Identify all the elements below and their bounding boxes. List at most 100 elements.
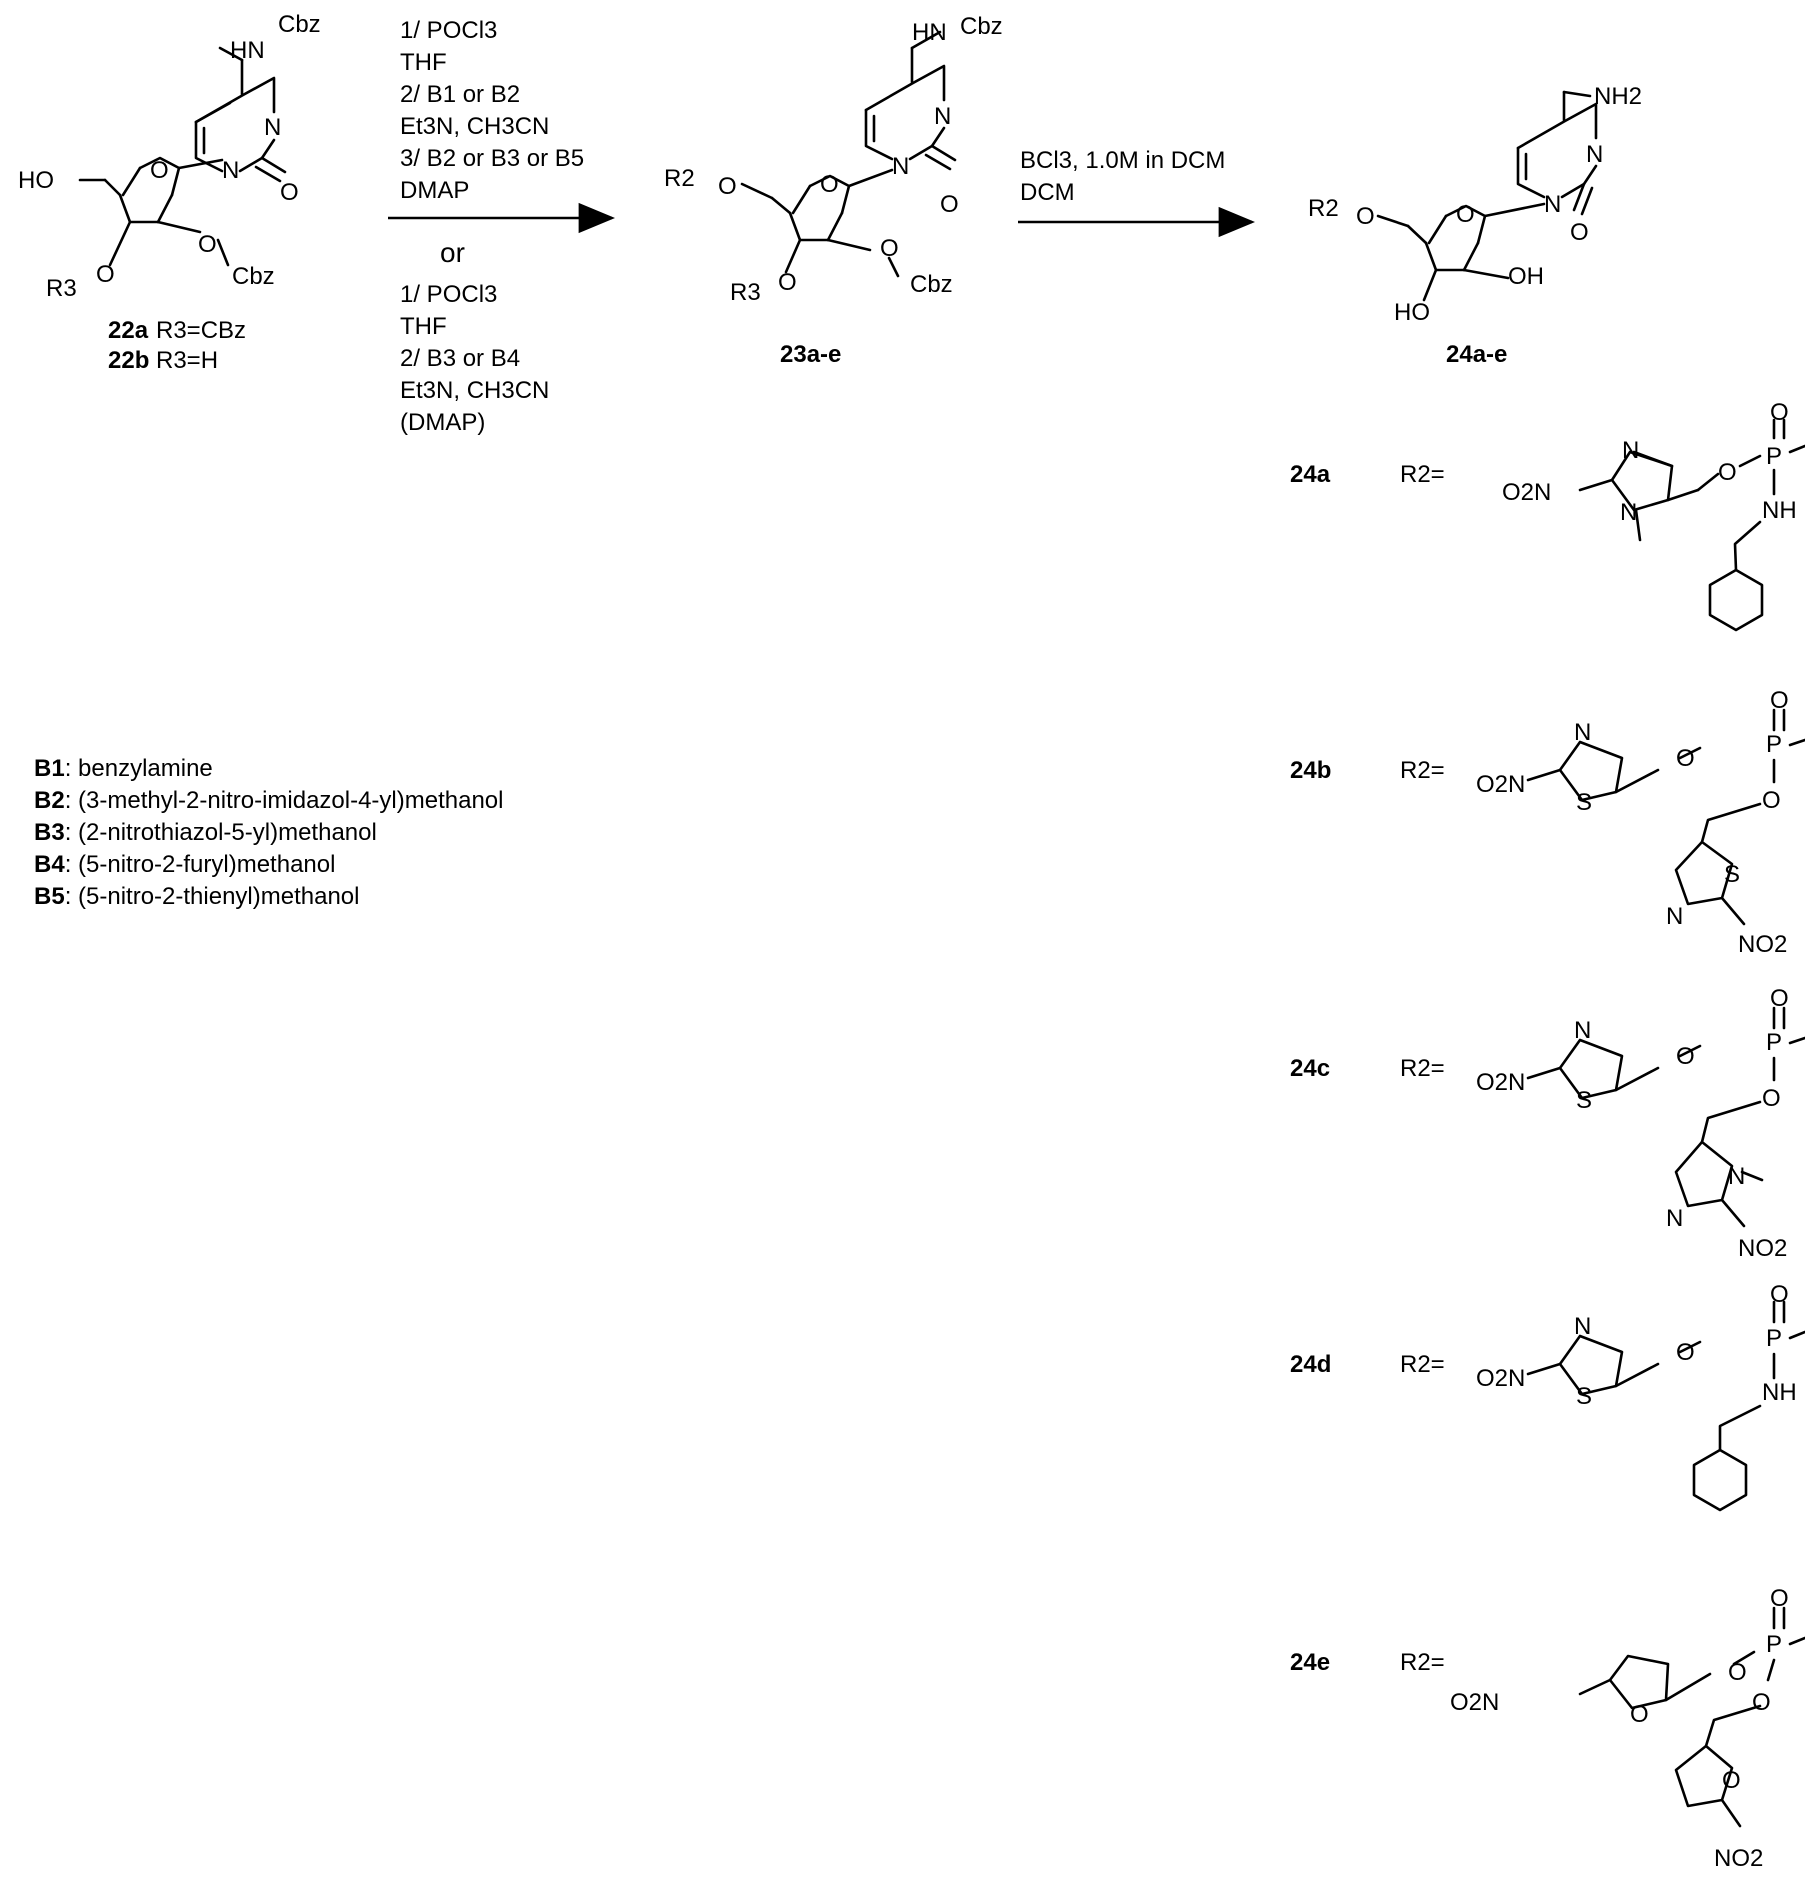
atom-o-24e: O [1728,1659,1747,1686]
reagent-b5: B5: (5-nitro-2-thienyl)methanol [34,883,359,910]
atom-n3-22: N [264,114,281,141]
atom-p-24d: P [1766,1325,1782,1352]
r2-group-24c: 24c R2= O2N N S O P O O N N NO2 [1290,985,1805,1262]
r2-group-24d: 24d R2= O2N N S O P O NH [1290,1281,1805,1510]
atom-n-imid2-24c: N [1666,1205,1683,1232]
compound-r3-22b: R3=H [156,347,218,374]
atom-p-24e: P [1766,1631,1782,1658]
reagent-b2: B2: (3-methyl-2-nitro-imidazol-4-yl)meth… [34,787,503,814]
atom-o2n-24c: O2N [1476,1069,1525,1096]
atom-o2-24c: O [1762,1085,1781,1112]
atom-oxo-24a: O [1770,399,1789,426]
atom-o2prime-23: O [880,235,899,262]
r2-group-24e: 24e R2= O2N O O P O O O NO2 [1290,1585,1805,1872]
atom-nh-24d: NH [1762,1379,1797,1406]
step1-route1-line4: Et3N, CH3CN [400,113,549,140]
step2-conditions: BCl3, 1.0M in DCM DCM [1018,147,1252,222]
atom-p-24c: P [1766,1029,1782,1056]
atom-o3prime-22: O [96,261,115,288]
atom-p-24a: P [1766,443,1782,470]
structure-24: NH2 N N O O R2 O OH HO 24a-e [1308,83,1642,368]
atom-r2-24: R2 [1308,195,1339,222]
atom-s-thz-24c: S [1576,1087,1592,1114]
atom-n-imid2-24a: N [1620,499,1637,526]
compound-label-24: 24a-e [1446,341,1507,368]
atom-cbz-n-23: Cbz [960,13,1003,40]
r2-id-24d: 24d [1290,1351,1331,1378]
step2-line2: DCM [1020,179,1075,206]
compound-label-23: 23a-e [780,341,841,368]
step1-route1-line5: 3/ B2 or B3 or B5 [400,145,584,172]
step1-route2-line5: (DMAP) [400,409,485,436]
structure-22: HN Cbz N N O O HO O Cbz R3 O 22a R3=CBz … [18,11,321,374]
atom-oxo-24c: O [1770,985,1789,1012]
atom-o5prime-24: O [1356,203,1375,230]
atom-ring-o-23: O [820,171,839,198]
atom-ring-o-24: O [1456,201,1475,228]
reagent-b4-name: (5-nitro-2-furyl)methanol [78,851,335,878]
step1-or-label: or [440,237,465,268]
step1-route1-line6: DMAP [400,177,469,204]
atom-n-thz-24c: N [1574,1017,1591,1044]
atom-cbz-o-23: Cbz [910,271,953,298]
r2-group-24a: 24a R2= O2N N N O P O NH [1290,399,1805,630]
compound-label-22a: 22a [108,317,149,344]
atom-no2-24c: NO2 [1738,1235,1787,1262]
reagent-b3-name: (2-nitrothiazol-5-yl)methanol [78,819,377,846]
atom-o2n-24e: O2N [1450,1689,1499,1716]
atom-hn-23: HN [912,19,947,46]
atom-r3-22: R3 [46,275,77,302]
step2-line1: BCl3, 1.0M in DCM [1020,147,1225,174]
r2-id-24c: 24c [1290,1055,1330,1082]
step1-route2-line2: THF [400,313,447,340]
step1-route1-line2: THF [400,49,447,76]
atom-cbz-o-22: Cbz [232,263,275,290]
atom-o2-24e: O [1752,1689,1771,1716]
atom-oxo-24d: O [1770,1281,1789,1308]
atom-n1-23: N [892,153,909,180]
atom-no2-24e: NO2 [1714,1845,1763,1872]
step1-route2-line4: Et3N, CH3CN [400,377,549,404]
reagent-b4: B4: (5-nitro-2-furyl)methanol [34,851,335,878]
step1-conditions: 1/ POCl3 THF 2/ B1 or B2 Et3N, CH3CN 3/ … [388,17,612,436]
atom-o2-24b: O [1762,787,1781,814]
atom-n3-24: N [1586,141,1603,168]
structure-23: HN Cbz N N O O R2 O O Cbz R3 O 23a-e [664,13,1003,368]
atom-o2-23: O [940,191,959,218]
atom-n3-23: N [934,103,951,130]
atom-o-furan2-24e: O [1722,1767,1741,1794]
atom-o-24a: O [1718,459,1737,486]
atom-o-24c: O [1676,1043,1695,1070]
reagent-b2-code: B2 [34,787,65,814]
atom-p-24b: P [1766,731,1782,758]
atom-o2-24: O [1570,219,1589,246]
atom-nh2-24: NH2 [1594,83,1642,110]
reagent-b5-name: (5-nitro-2-thienyl)methanol [78,883,359,910]
atom-s-thz-24d: S [1576,1383,1592,1410]
atom-n-thz1-24b: N [1574,719,1591,746]
atom-o-24d: O [1676,1339,1695,1366]
step1-route1-line1: 1/ POCl3 [400,17,497,44]
atom-oxo-24e: O [1770,1585,1789,1612]
atom-oxo-24b: O [1770,687,1789,714]
reagent-b4-code: B4 [34,851,65,878]
atom-nh-24a: NH [1762,497,1797,524]
atom-no2-24b: NO2 [1738,931,1787,958]
atom-cbz-n-22: Cbz [278,11,321,38]
step1-route1-line3: 2/ B1 or B2 [400,81,520,108]
atom-ho-24: HO [1394,299,1430,326]
cytosine-ring-23 [866,32,955,169]
atom-n1-22: N [222,157,239,184]
atom-n-thz2-24b: N [1666,903,1683,930]
r2-id-24a: 24a [1290,461,1331,488]
compound-label-22b: 22b [108,347,149,374]
reagent-legend: B1: benzylamine B2: (3-methyl-2-nitro-im… [34,755,503,910]
r2-label-24e: R2= [1400,1649,1445,1676]
atom-ho-22: HO [18,167,54,194]
atom-o2n-24b: O2N [1476,771,1525,798]
atom-n-thz-24d: N [1574,1313,1591,1340]
r2-group-24b: 24b R2= O2N N S O P O O S N NO2 [1290,687,1805,958]
r2-id-24e: 24e [1290,1649,1330,1676]
atom-o2n-24d: O2N [1476,1365,1525,1392]
